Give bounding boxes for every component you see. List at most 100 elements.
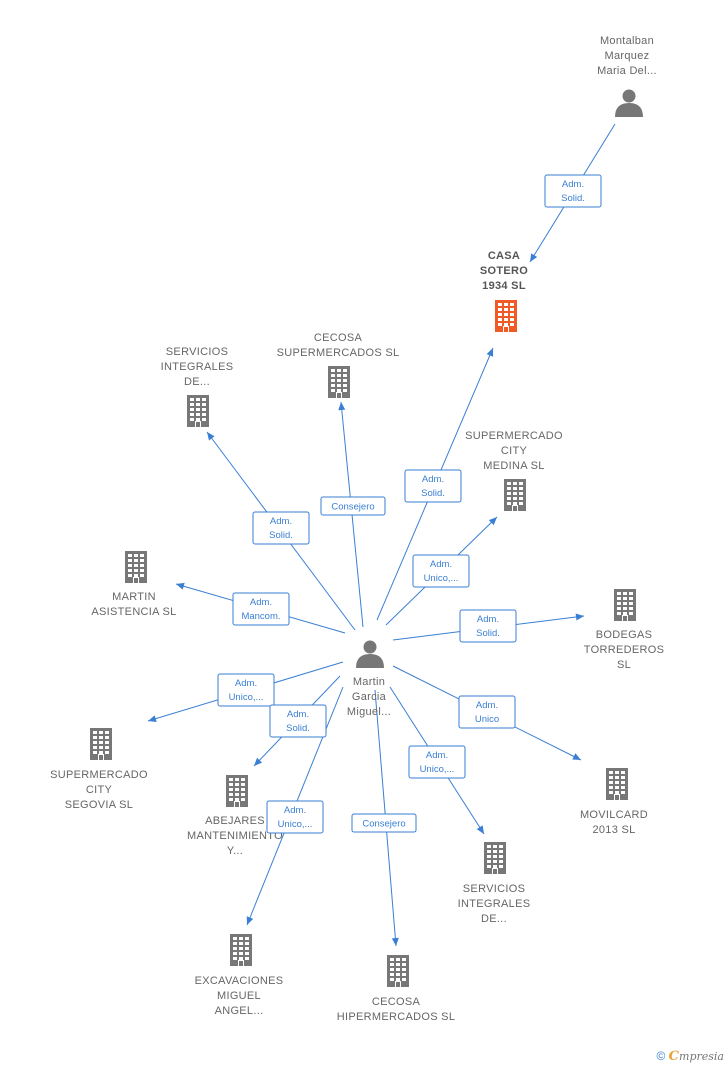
edge-label-text: Adm. bbox=[284, 805, 306, 816]
edge-label-text: Unico,... bbox=[229, 692, 264, 703]
building-icon bbox=[606, 768, 628, 800]
building-icon bbox=[230, 934, 252, 966]
building-icon bbox=[226, 775, 248, 807]
node-bodegas[interactable]: BODEGAS TORREDEROS SL bbox=[584, 589, 664, 671]
building-icon bbox=[614, 589, 636, 621]
arrow-servicios_bottom bbox=[476, 825, 484, 834]
building-icon bbox=[504, 479, 526, 511]
node-servicios-top[interactable]: SERVICIOSINTEGRALESDE... bbox=[161, 346, 234, 427]
edge-label-text: Solid. bbox=[286, 723, 310, 734]
edge-label-casa_sotero[interactable]: Adm.Solid. bbox=[404, 469, 462, 503]
arrow-servicios_top bbox=[207, 432, 215, 441]
node-label: TORREDEROS bbox=[584, 644, 664, 656]
node-label: ASISTENCIA SL bbox=[91, 606, 176, 618]
node-abejares[interactable]: ABEJARESMANTENIMIENTOY... bbox=[187, 775, 283, 857]
node-label: CECOSA bbox=[314, 332, 363, 344]
edge-label-text: Adm. bbox=[430, 559, 452, 570]
arrow-casa_sotero bbox=[486, 348, 494, 357]
node-label: CITY bbox=[501, 445, 528, 457]
node-label: EXCAVACIONES bbox=[195, 975, 284, 987]
footer-brand[interactable]: © Cmpresia bbox=[656, 1049, 724, 1064]
node-label: SOTERO bbox=[480, 265, 528, 277]
node-label: SERVICIOS bbox=[463, 883, 525, 895]
arrow-casa_sotero bbox=[530, 253, 538, 262]
node-label: MOVILCARD bbox=[580, 809, 648, 821]
building-icon bbox=[125, 551, 147, 583]
node-label: Montalban bbox=[600, 35, 654, 47]
arrow-movilcard bbox=[572, 753, 581, 760]
building-icon bbox=[187, 395, 209, 427]
edge-label-text: Unico,... bbox=[278, 819, 313, 830]
arrow-martin_asistencia bbox=[176, 582, 185, 590]
building-icon bbox=[484, 842, 506, 874]
edge-label-martin_asistencia[interactable]: Adm. Mancom. bbox=[232, 592, 290, 626]
node-label: HIPERMERCADOS SL bbox=[337, 1011, 456, 1023]
edge-label-text: Unico,... bbox=[424, 573, 459, 584]
node-label: SL bbox=[617, 659, 631, 671]
edge-label-casa_sotero[interactable]: Adm.Solid. bbox=[544, 174, 602, 208]
edge-label-text: Adm. bbox=[422, 474, 444, 485]
node-label: DE... bbox=[481, 913, 507, 925]
node-label: ANGEL... bbox=[215, 1005, 264, 1017]
edge-label-text: Adm. bbox=[562, 179, 584, 190]
edge-label-servicios_top[interactable]: Adm.Solid. bbox=[252, 511, 310, 545]
arrow-super_medina bbox=[488, 517, 497, 526]
edge-label-text: Consejero bbox=[331, 502, 374, 513]
arrow-abejares bbox=[254, 757, 263, 766]
node-label: Y... bbox=[227, 845, 243, 857]
edge-label-text: Adm. bbox=[270, 516, 292, 527]
node-cecosa-hiper[interactable]: CECOSA HIPERMERCADOS SL bbox=[337, 955, 456, 1023]
edge-label-text: Adm. bbox=[426, 750, 448, 761]
edge-label-cecosa_hiper[interactable]: Consejero bbox=[351, 813, 417, 833]
arrow-cecosa_super bbox=[338, 402, 346, 411]
node-label: MIGUEL bbox=[217, 990, 261, 1002]
node-label: INTEGRALES bbox=[161, 361, 234, 373]
node-label: MANTENIMIENTO bbox=[187, 830, 283, 842]
node-servicios-bottom[interactable]: SERVICIOS INTEGRALES DE... bbox=[458, 842, 531, 925]
edge-label-abejares[interactable]: Adm. Solid. bbox=[269, 704, 327, 738]
arrow-super_segovia bbox=[148, 715, 157, 723]
node-label: SUPERMERCADOS SL bbox=[277, 347, 400, 359]
node-super-segovia[interactable]: SUPERMERCADO CITY SEGOVIA SL bbox=[50, 728, 148, 811]
edge-label-text: Adm. bbox=[476, 700, 498, 711]
edge-label-text: Consejero bbox=[362, 819, 405, 830]
node-label: MEDINA SL bbox=[483, 460, 544, 472]
person-icon bbox=[356, 640, 384, 668]
node-excavaciones[interactable]: EXCAVACIONES MIGUEL ANGEL... bbox=[195, 934, 284, 1017]
edge-label-cecosa_super[interactable]: Consejero bbox=[320, 496, 386, 516]
node-label: Martin bbox=[353, 676, 385, 688]
node-label: DE... bbox=[184, 376, 210, 388]
edge-label-bodegas[interactable]: Adm.Solid. bbox=[459, 609, 517, 643]
edge-label-excavaciones[interactable]: Adm. Unico,... bbox=[266, 800, 324, 834]
edge-label-super_medina[interactable]: Adm. Unico,... bbox=[412, 554, 470, 588]
edge-label-text: Unico bbox=[475, 714, 499, 725]
node-label: Maria Del... bbox=[597, 65, 657, 77]
edge-label-text: Mancom. bbox=[241, 611, 280, 622]
node-martin[interactable]: MartinGarciaMiguel... bbox=[347, 640, 391, 719]
person-icon bbox=[615, 89, 643, 117]
edge-label-text: Unico,... bbox=[420, 764, 455, 775]
node-label: INTEGRALES bbox=[458, 898, 531, 910]
node-label: SEGOVIA SL bbox=[65, 799, 133, 811]
node-label: Marquez bbox=[605, 50, 650, 62]
node-cecosa-super[interactable]: CECOSA SUPERMERCADOS SL bbox=[277, 332, 400, 398]
edge-label-text: Adm. bbox=[287, 709, 309, 720]
edge-label-text: Adm. bbox=[250, 597, 272, 608]
node-martin-asistencia[interactable]: MARTIN ASISTENCIA SL bbox=[91, 551, 176, 618]
edge-label-super_segovia[interactable]: Adm.Unico,... bbox=[217, 673, 275, 707]
edge-labels-layer: Adm.Solid.Adm.Solid.Adm.Solid.ConsejeroA… bbox=[217, 174, 602, 834]
copyright-icon: © bbox=[656, 1049, 666, 1063]
node-label: SUPERMERCADO bbox=[50, 769, 148, 781]
edge-label-movilcard[interactable]: Adm. Unico bbox=[458, 695, 516, 729]
edge-label-servicios_bottom[interactable]: Adm. Unico,... bbox=[408, 745, 466, 779]
node-label: CITY bbox=[86, 784, 113, 796]
building-icon bbox=[387, 955, 409, 987]
node-label: MARTIN bbox=[112, 591, 156, 603]
node-label: BODEGAS bbox=[596, 629, 653, 641]
node-label: CECOSA bbox=[372, 996, 421, 1008]
